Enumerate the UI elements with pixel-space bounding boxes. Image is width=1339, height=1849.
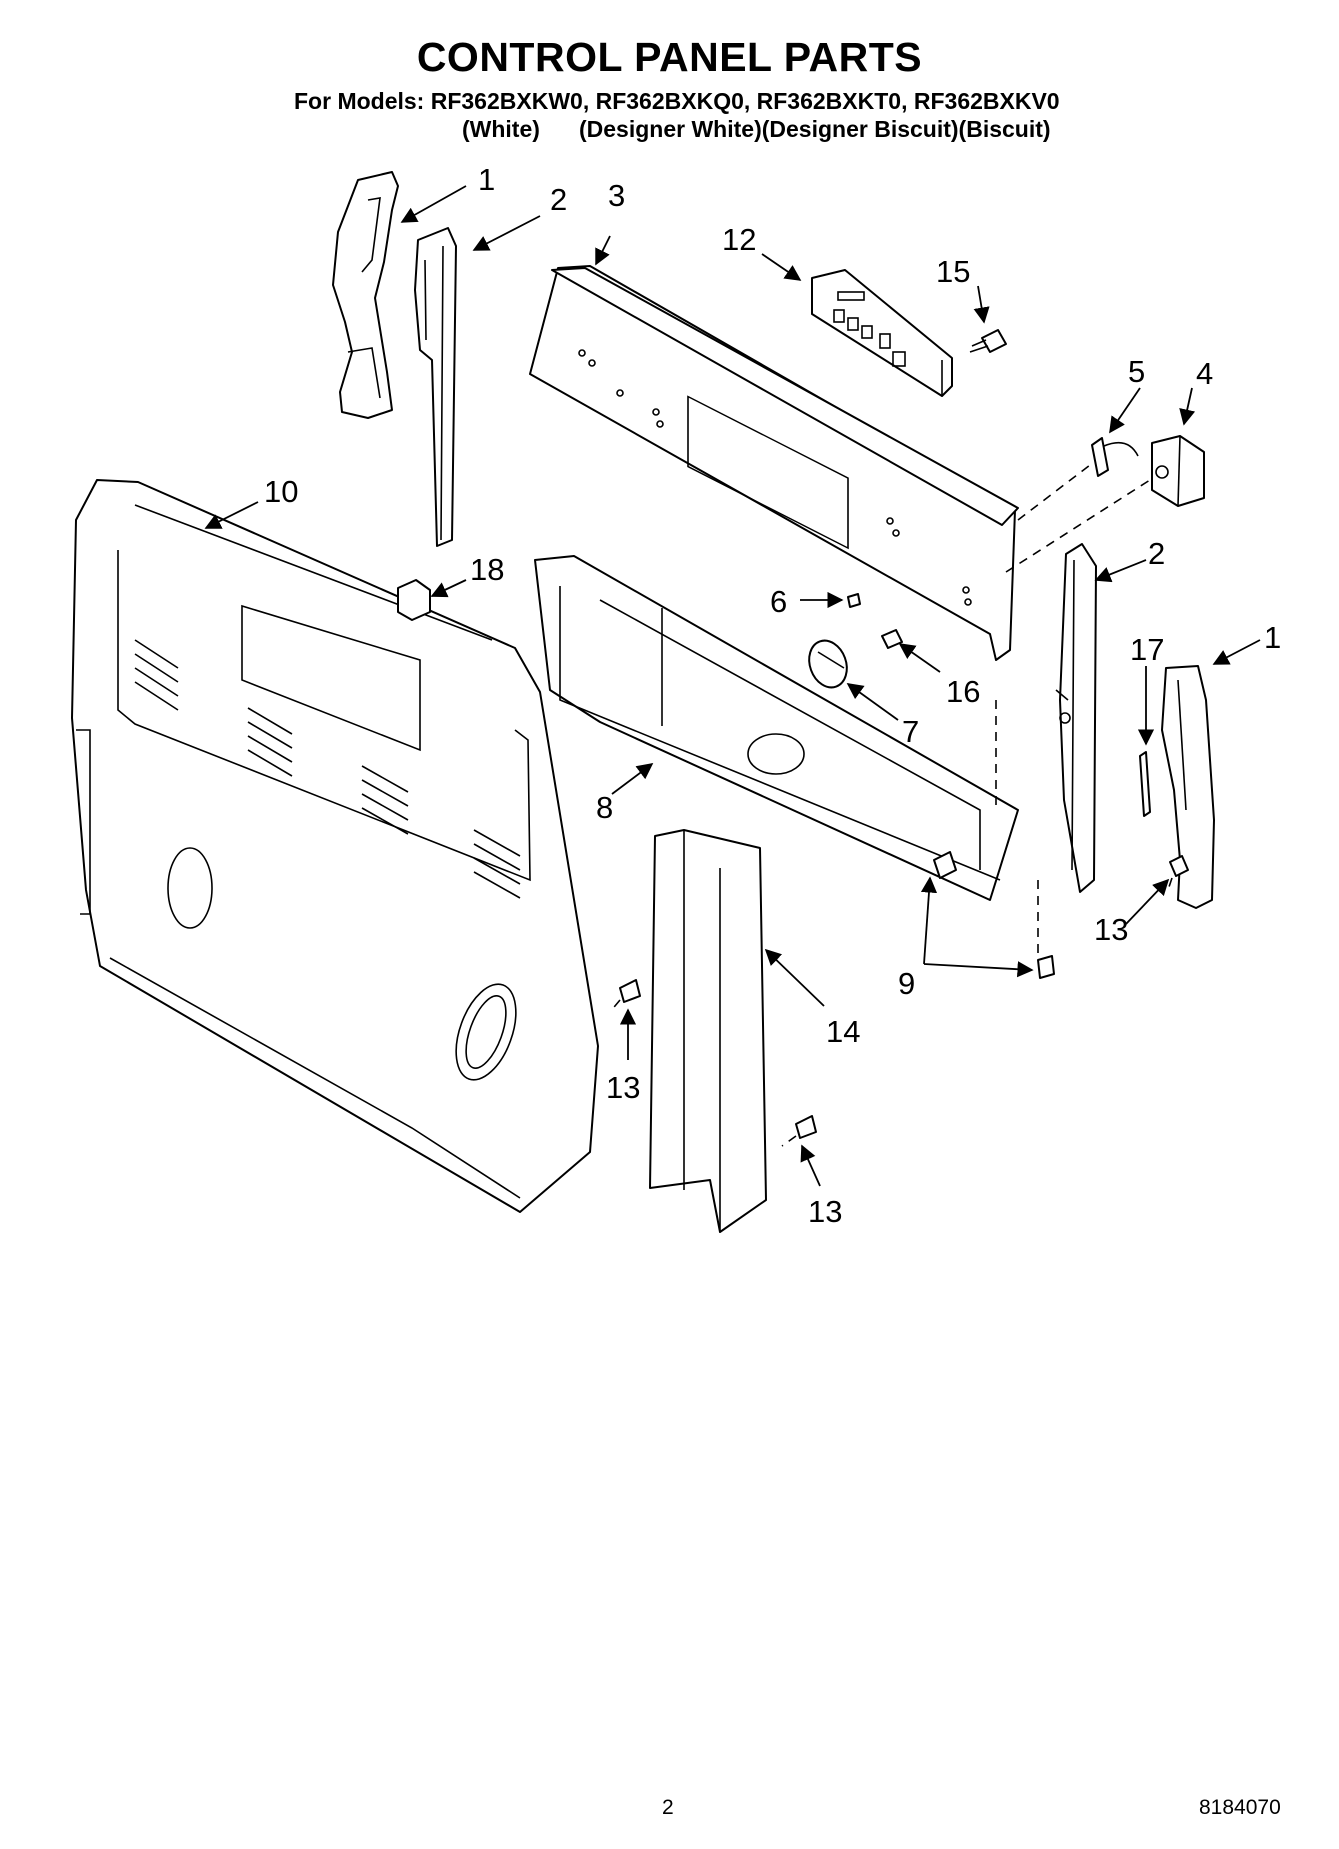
rear-panel [71, 479, 599, 1213]
color-label-white: (White) [462, 116, 540, 142]
callout-14: 14 [826, 1014, 860, 1049]
callout-13-right: 13 [1094, 912, 1128, 947]
callout-7: 7 [902, 714, 919, 749]
models-line: For Models: RF362BXKW0, RF362BXKQ0, RF36… [294, 88, 1060, 114]
callout-13-left: 13 [606, 1070, 640, 1105]
callout-1-left: 1 [478, 162, 495, 197]
clip-18 [397, 579, 431, 621]
callout-18: 18 [470, 552, 504, 587]
callout-9: 9 [898, 966, 915, 1001]
sensor-5 [1091, 437, 1139, 477]
control-panel [529, 265, 1019, 661]
right-side-bracket [1055, 543, 1097, 893]
callout-2-left: 2 [550, 182, 567, 217]
callout-2-right: 2 [1148, 536, 1165, 571]
screw-9a [933, 851, 957, 879]
assembly-lines [609, 461, 1173, 1147]
screw-9b [1037, 955, 1055, 979]
knob-7 [808, 639, 848, 689]
leader-lines [204, 185, 1261, 1187]
callout-16: 16 [946, 674, 980, 709]
color-label-designer: (Designer White)(Designer Biscuit)(Biscu… [579, 116, 1051, 142]
right-end-cap [1161, 665, 1215, 909]
callout-labels: 1 2 3 12 15 5 4 10 18 6 2 16 17 1 7 8 13… [264, 162, 1281, 1229]
manifold-panel [534, 555, 1019, 901]
screw-13-right [1169, 855, 1189, 877]
callout-13-bottom: 13 [808, 1194, 842, 1229]
callout-12: 12 [722, 222, 756, 257]
callout-6: 6 [770, 584, 787, 619]
callout-1-right: 1 [1264, 620, 1281, 655]
screw-6 [847, 593, 861, 608]
clock-module [811, 269, 953, 397]
callout-4: 4 [1196, 356, 1213, 391]
vertical-channel-14 [649, 829, 767, 1233]
clip-17 [1139, 751, 1151, 817]
left-end-cap [332, 171, 399, 419]
callout-10: 10 [264, 474, 298, 509]
screw-13-left [619, 979, 641, 1003]
callout-3: 3 [608, 178, 625, 213]
page-number: 2 [662, 1796, 674, 1819]
callout-15: 15 [936, 254, 970, 289]
callout-17: 17 [1130, 632, 1164, 667]
page-title: CONTROL PANEL PARTS [416, 34, 923, 80]
screw-15 [969, 329, 1007, 353]
left-side-bracket [414, 227, 457, 547]
callout-8: 8 [596, 790, 613, 825]
document-number: 8184070 [1199, 1796, 1281, 1819]
callout-5: 5 [1128, 354, 1145, 389]
switch-4 [1151, 435, 1205, 507]
screw-16 [881, 629, 903, 649]
screw-13-bottom [795, 1115, 817, 1139]
